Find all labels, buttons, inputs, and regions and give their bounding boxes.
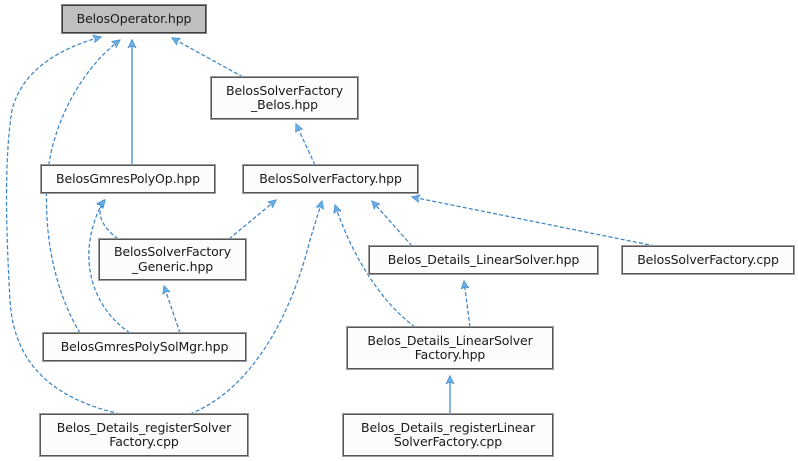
node-belos-gmres-poly-solmgr-hpp[interactable]: BelosGmresPolySolMgr.hpp [42,332,247,362]
node-belos-gmres-poly-op-hpp[interactable]: BelosGmresPolyOp.hpp [40,164,216,194]
dependency-edge [189,201,322,415]
node-belos-details-linearsolver-hpp[interactable]: Belos_Details_LinearSolver.hpp [368,245,599,275]
dependency-edge [164,286,181,334]
dependency-edge [464,281,471,328]
node-belos-operator-hpp[interactable]: BelosOperator.hpp [61,4,207,34]
dependency-edge [296,124,316,166]
node-belos-solver-factory-cpp[interactable]: BelosSolverFactory.cpp [621,245,795,275]
dependency-edge [172,38,244,78]
node-belos-solver-factory-hpp[interactable]: BelosSolverFactory.hpp [242,164,419,194]
dependency-edge [100,200,119,240]
node-belos-solver-factory-generic-hpp[interactable]: BelosSolverFactory _Generic.hpp [98,238,247,281]
node-belos-solver-factory-belos-hpp[interactable]: BelosSolverFactory _Belos.hpp [210,76,359,120]
node-belos-details-registersolverfactory-cpp[interactable]: Belos_Details_registerSolver Factory.cpp [39,413,249,457]
dependency-edge [412,197,656,247]
dependency-edge [372,201,413,247]
dependency-edge [228,200,276,240]
node-belos-details-registerlinearsolverfactory-cpp[interactable]: Belos_Details_registerLinear SolverFacto… [342,413,554,457]
node-belos-details-linearsolverfactory-hpp[interactable]: Belos_Details_LinearSolver Factory.hpp [346,326,554,370]
